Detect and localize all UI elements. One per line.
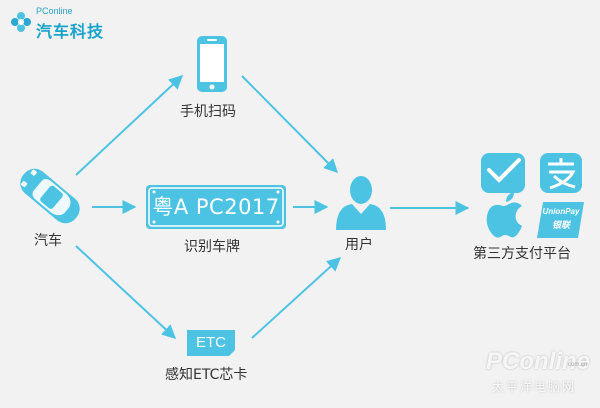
- user-icon: [336, 176, 386, 230]
- alipay-icon: [540, 153, 582, 193]
- arrow-car-to-etc: [75, 245, 177, 339]
- watermark-sub: 太平洋电脑网: [492, 380, 577, 394]
- etc-badge-label: ETC: [196, 334, 226, 351]
- unionpay-line1: UnionPay: [542, 207, 580, 216]
- watermark-small: com.cn: [568, 362, 588, 368]
- phone-icon: [197, 36, 227, 92]
- watermark: PConline com.cn 太平洋电脑网: [486, 338, 596, 404]
- etc-chip-label: 感知ETC芯卡: [165, 367, 248, 383]
- plate-number: 粤A PC2017: [152, 195, 280, 219]
- watermark-main: PConline: [486, 348, 591, 375]
- car-label: 汽车: [34, 233, 62, 249]
- unionpay-line2: 银联: [551, 221, 570, 231]
- arrow-car-to-phone: [75, 75, 184, 176]
- license-plate-icon: [146, 185, 286, 229]
- unionpay-label: UnionPay 银联: [540, 205, 582, 237]
- logo-title: 汽车科技: [36, 22, 105, 41]
- etc-chip-icon: [187, 330, 235, 356]
- logo-subtitle: PConline: [36, 6, 73, 16]
- car-icon: [20, 168, 80, 224]
- platforms-label: 第三方支付平台: [473, 246, 571, 262]
- plate-recognition-label: 识别车牌: [184, 239, 240, 255]
- user-label: 用户: [345, 237, 373, 253]
- unionpay-icon: [537, 202, 584, 238]
- arrow-etc-to-user: [251, 257, 342, 339]
- phone-scan-label: 手机扫码: [180, 104, 236, 120]
- arrow-phone-to-user: [241, 75, 338, 173]
- brand-logo: PConline 汽车科技: [6, 5, 136, 41]
- apple-pay-icon: [486, 192, 522, 238]
- logo-flower-icon: [11, 12, 31, 32]
- wechat-pay-icon: [481, 153, 525, 193]
